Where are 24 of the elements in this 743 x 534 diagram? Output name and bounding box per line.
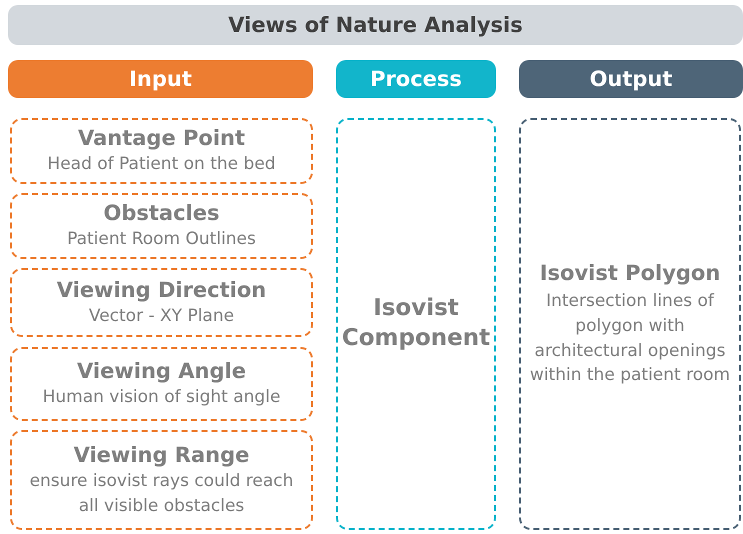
box-description: Vector - XY Plane xyxy=(88,304,234,328)
dashed-box xyxy=(10,118,313,184)
box-heading: Vantage Point xyxy=(78,125,246,152)
box-description: ensure isovist rays could reach all visible obstacles xyxy=(28,470,294,518)
column-header: Process xyxy=(336,60,496,98)
title-banner: Views of Nature Analysis xyxy=(8,5,743,45)
box-heading: Isovist Component xyxy=(340,294,492,353)
box-heading: Viewing Range xyxy=(74,442,250,469)
dashed-box xyxy=(519,118,741,530)
box-heading: Obstacles xyxy=(104,200,220,228)
box-description: Human vision of sight angle xyxy=(42,386,280,410)
dashed-box xyxy=(336,118,496,530)
box-description: Patient Room Outlines xyxy=(67,228,256,252)
dashed-box xyxy=(10,193,313,259)
box-description: Head of Patient on the bed xyxy=(47,153,276,176)
dashed-box xyxy=(10,268,313,337)
box-description: Intersection lines of polygon with architectural openings within the patient room xyxy=(528,290,732,388)
box-heading: Viewing Angle xyxy=(77,358,246,386)
column-header: Input xyxy=(8,60,313,98)
dashed-box xyxy=(10,347,313,421)
dashed-box xyxy=(10,430,313,530)
box-heading: Isovist Polygon xyxy=(540,260,720,288)
column-header: Output xyxy=(519,60,743,98)
box-heading: Viewing Direction xyxy=(56,276,266,304)
